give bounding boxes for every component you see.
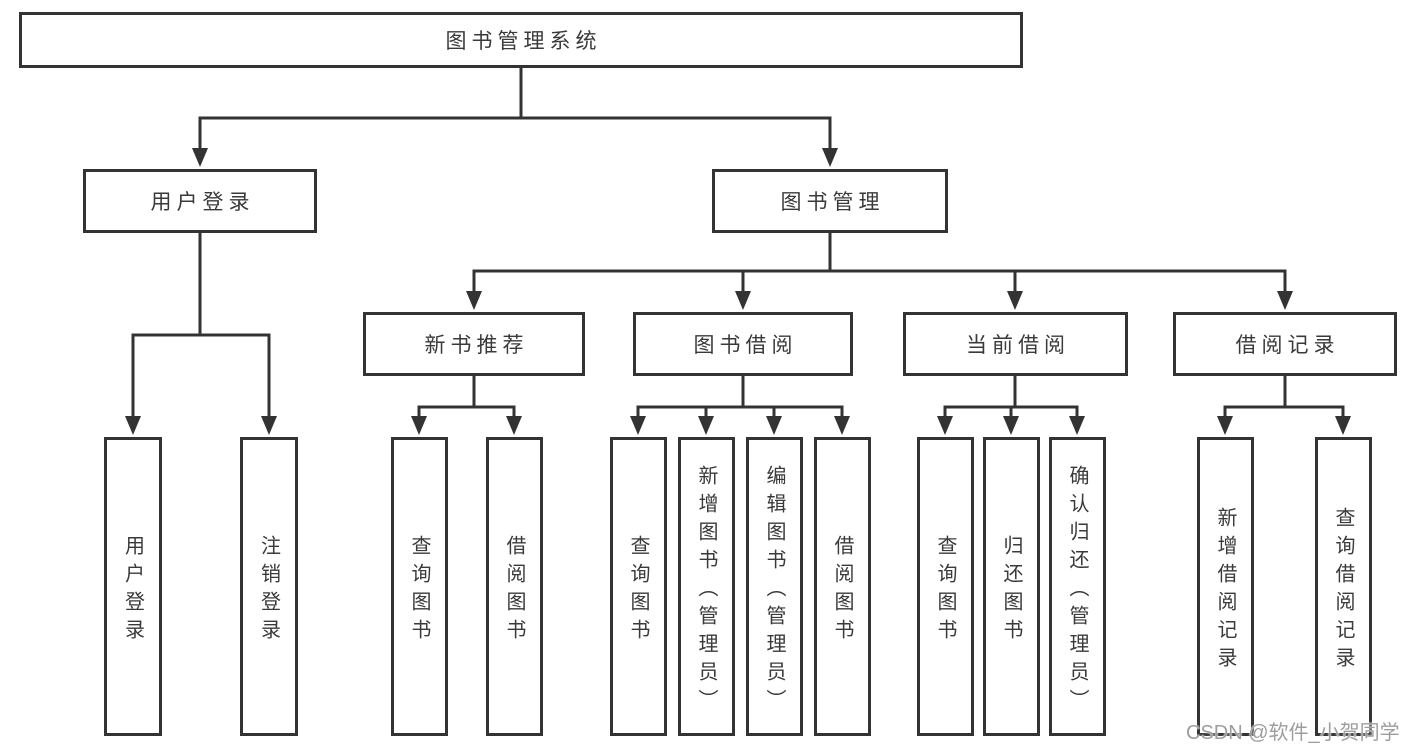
leaf-edit-book-admin-label: 编辑图书（管理员） [763,464,785,717]
leaf-add-borrow-record-label: 新增借阅记录 [1214,506,1236,675]
arrow-down-icon [1217,416,1233,435]
arrow-down-icon [506,416,522,435]
arrow-down-icon [937,416,953,435]
node-user-login: 用户登录 [83,169,317,233]
arrow-down-icon [834,416,850,435]
node-borrow-record: 借阅记录 [1173,312,1397,376]
connector-userlogin-to-leaves [125,231,277,435]
arrow-down-icon [698,416,714,435]
connector-borrow-to-leaves [630,374,850,435]
connector-current-to-leaves [937,374,1085,435]
leaf-query-borrow-record-label: 查询借阅记录 [1332,506,1354,675]
leaf-user-login: 用户登录 [104,437,162,736]
leaf-query-book-2-label: 查询图书 [627,534,649,647]
leaf-borrow-book-2-label: 借阅图书 [831,534,853,647]
leaf-query-borrow-record: 查询借阅记录 [1315,437,1372,736]
watermark: CSDN @软件_小贺同学 [1186,722,1400,744]
arrow-down-icon [125,416,141,435]
leaf-borrow-book-1: 借阅图书 [486,437,543,736]
node-user-login-label: 用户登录 [150,191,255,214]
leaf-edit-book-admin: 编辑图书（管理员） [746,437,803,736]
arrow-down-icon [1335,416,1351,435]
leaf-user-login-label: 用户登录 [121,534,144,647]
leaf-add-book-admin: 新增图书（管理员） [678,437,735,736]
arrow-down-icon [1007,291,1023,310]
leaf-logout-label: 注销登录 [257,534,280,647]
connector-root-to-level2 [192,66,838,167]
connector-newrec-to-leaves [411,374,522,435]
node-root-label: 图书管理系统 [445,30,602,53]
node-current-borrow: 当前借阅 [903,312,1128,376]
arrow-down-icon [411,416,427,435]
leaf-query-book-1-label: 查询图书 [408,534,430,647]
leaf-query-book-2: 查询图书 [610,437,667,736]
arrow-down-icon [630,416,646,435]
leaf-add-book-admin-label: 新增图书（管理员） [695,464,717,717]
arrow-down-icon [1003,416,1019,435]
node-borrow-record-label: 借阅记录 [1235,334,1340,357]
arrow-down-icon [1277,291,1293,310]
arrow-down-icon [261,416,277,435]
leaf-confirm-return-admin-label: 确认归还（管理员） [1066,464,1088,717]
node-new-book-recommend: 新书推荐 [363,312,585,376]
connector-bookmgmt-to-level3 [466,231,1293,310]
node-book-management-label: 图书管理 [780,191,885,214]
arrow-down-icon [822,148,838,167]
leaf-borrow-book-2: 借阅图书 [814,437,871,736]
leaf-query-book-1: 查询图书 [391,437,448,736]
node-book-borrow: 图书借阅 [633,312,853,376]
leaf-borrow-book-1-label: 借阅图书 [503,534,525,647]
arrow-down-icon [1069,416,1085,435]
node-new-book-recommend-label: 新书推荐 [424,334,529,357]
leaf-query-book-3: 查询图书 [917,437,974,736]
node-root: 图书管理系统 [19,12,1023,68]
arrow-down-icon [466,291,482,310]
node-book-management: 图书管理 [712,169,948,233]
node-book-borrow-label: 图书借阅 [693,334,798,357]
arrow-down-icon [735,291,751,310]
connector-record-to-leaves [1217,374,1351,435]
leaf-query-book-3-label: 查询图书 [934,534,956,647]
leaf-add-borrow-record: 新增借阅记录 [1197,437,1254,736]
arrow-down-icon [192,148,208,167]
leaf-logout: 注销登录 [240,437,298,736]
arrow-down-icon [766,416,782,435]
node-current-borrow-label: 当前借阅 [966,334,1070,357]
leaf-return-book: 归还图书 [983,437,1040,736]
leaf-confirm-return-admin: 确认归还（管理员） [1049,437,1106,736]
leaf-return-book-label: 归还图书 [1000,534,1022,647]
